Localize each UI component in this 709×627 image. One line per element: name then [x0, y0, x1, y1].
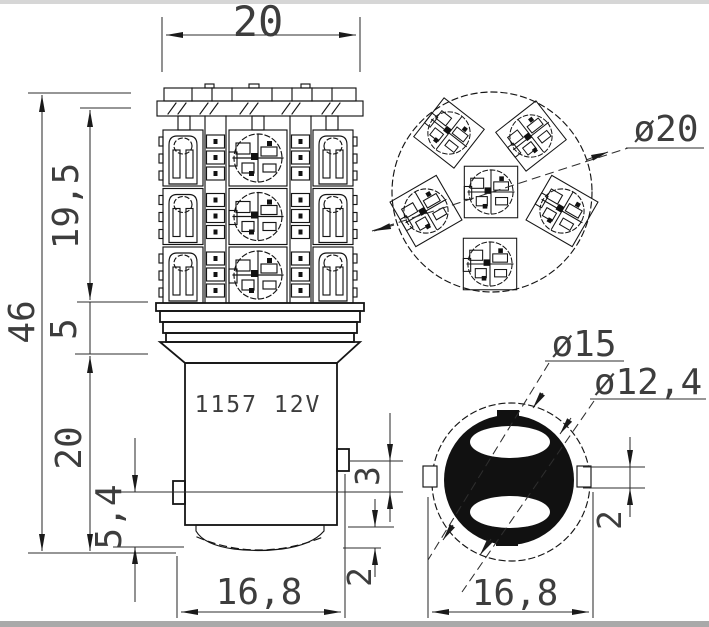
dim-bottom-width-label: 16,8 [472, 573, 559, 614]
dim-collar-label: 5 [44, 318, 85, 340]
dim-overall-height-label: 46 [2, 300, 43, 343]
dim-base-height-label: 20 [49, 426, 90, 469]
dim-pin-to-tip-label: 5,4 [89, 484, 130, 549]
dim-bottom-pin-width-label: 2 [590, 510, 629, 530]
bottom-left-pin [422, 465, 438, 488]
top-border-bar [0, 0, 709, 4]
right-pin [336, 448, 350, 472]
bottom-view-dimensions [427, 437, 645, 618]
bayonet-base: 1157 12V [172, 362, 350, 552]
dim-top-width-label: 20 [233, 0, 284, 46]
dim-pin-offset-label: 3 [348, 466, 387, 486]
top-plate [156, 83, 364, 117]
top-view: ø20 [371, 91, 704, 293]
side-view-extension-lines [28, 17, 403, 618]
led-tower [158, 115, 358, 304]
dim-base-width-label: 16,8 [216, 572, 303, 613]
dim-contact-tip-label: 2 [340, 567, 379, 587]
side-view-dimensions [39, 32, 393, 615]
dim-led-section-label: 19,5 [46, 163, 87, 250]
bottom-border-bar [0, 621, 709, 627]
dim-top-diameter-label: ø20 [633, 109, 698, 150]
heat-sink [155, 302, 365, 364]
top-view-leds [389, 97, 599, 291]
dim-outer-diameter-label: ø15 [551, 324, 616, 365]
inner-diameter-leader: ø12,4 [461, 362, 706, 593]
bottom-view: ø15 ø12,4 2 16,8 [422, 324, 706, 618]
top-view-outline [391, 91, 593, 293]
top-view-diameter-leader: ø20 [371, 109, 704, 232]
outer-diameter-leader: ø15 [427, 324, 624, 561]
dim-inner-diameter-label: ø12,4 [594, 362, 702, 403]
model-marking: 1157 12V [195, 392, 322, 418]
bottom-right-pin [576, 465, 592, 488]
side-view: 1157 12V [2, 0, 403, 618]
contact-tip [195, 524, 325, 552]
